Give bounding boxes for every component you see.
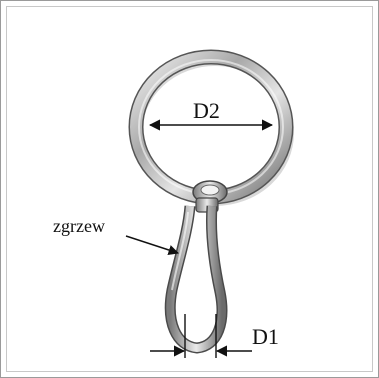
weld-label: zgrzew	[53, 216, 105, 236]
d1-dimension	[150, 314, 252, 358]
d1-label: D1	[252, 324, 279, 349]
inner-frame	[6, 6, 373, 372]
shackle-loop	[164, 205, 228, 354]
d2-label: D2	[193, 98, 220, 123]
weld-leader-arrow	[125, 235, 179, 256]
ring	[128, 49, 294, 205]
